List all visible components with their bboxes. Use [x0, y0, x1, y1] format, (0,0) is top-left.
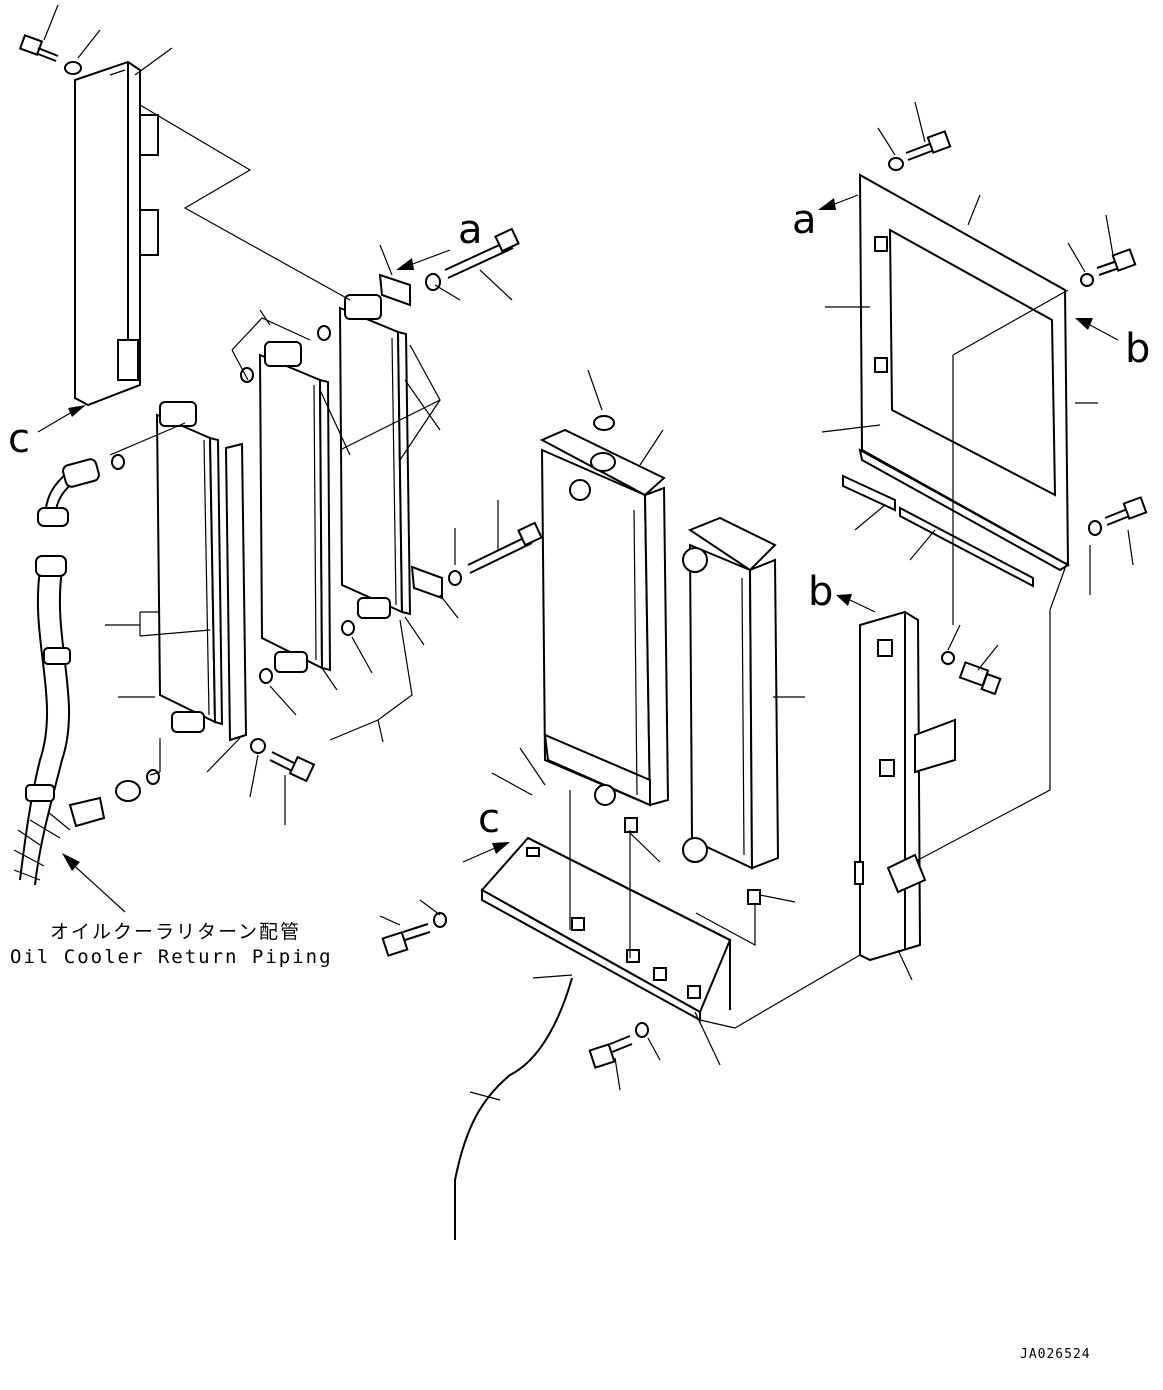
oil-cooler-core-rear	[338, 294, 412, 619]
caption-japanese: オイルクーラリターン配管	[50, 921, 301, 943]
caption-english: Oil Cooler Return Piping	[10, 946, 333, 968]
right-support-bracket	[854, 610, 956, 962]
core-clamp-bracket	[378, 273, 443, 600]
oil-cooler-core-middle	[258, 341, 332, 673]
radiator-cap	[593, 415, 615, 431]
aftercooler	[682, 516, 780, 870]
top-left-bolt-icon	[18, 4, 173, 76]
radiator	[539, 428, 670, 807]
view-label-a-right: a	[792, 197, 817, 243]
view-arrow-b-right	[1075, 318, 1119, 341]
view-arrow-c-lower	[462, 842, 510, 863]
drawing-code: JA026524	[1020, 1347, 1091, 1362]
radiator-shroud-frame	[858, 173, 1070, 572]
view-label-c-left: c	[8, 416, 30, 462]
view-label-b-lower: b	[808, 569, 833, 615]
seal-plate	[224, 442, 248, 742]
lower-bolt-icon	[381, 912, 649, 1069]
shroud-seal-strip	[842, 474, 1034, 588]
view-arrow-a-top	[396, 249, 451, 270]
view-arrow-a-right	[818, 194, 859, 210]
oil-cooler-return-piping	[13, 458, 141, 886]
right-mid-bolt-icon	[941, 651, 1002, 696]
rubber-mount-icon	[526, 817, 761, 905]
right-top-bolt-icon	[888, 130, 1148, 536]
view-label-c-lower: c	[478, 796, 500, 842]
reference-lines	[105, 101, 1134, 1101]
view-arrow-b-lower	[836, 594, 876, 613]
lower-support-bracket	[480, 836, 732, 1022]
drain-hose	[454, 977, 573, 1240]
left-support-bracket	[74, 60, 159, 407]
o-ring-icon	[111, 325, 355, 785]
view-arrow-c-left	[37, 405, 86, 433]
view-label-b-right: b	[1125, 326, 1150, 372]
oil-cooler-core-front	[155, 401, 224, 733]
caption-leader-arrow	[62, 853, 126, 913]
long-bolt-icon	[425, 227, 543, 586]
lower-left-bolt-icon	[250, 738, 316, 783]
view-label-a-top: a	[458, 207, 483, 253]
